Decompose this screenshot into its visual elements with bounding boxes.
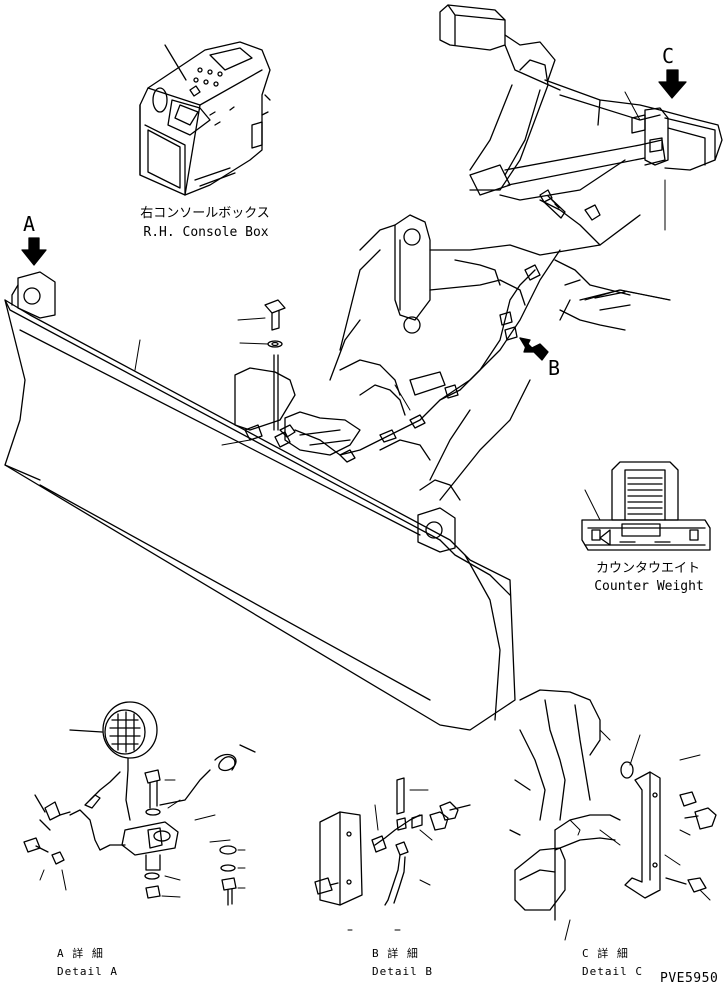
counter-weight-en-label: Counter Weight <box>594 579 704 594</box>
console-box-jp-label: 右コンソールボックス <box>140 206 270 221</box>
counter-weight-jp-label: カウンタウエイト <box>595 561 701 576</box>
arrow-a-icon <box>21 237 47 266</box>
detail-c-en-label: Detail C <box>582 965 643 978</box>
detail-a-illustration <box>23 701 256 906</box>
detail-c-jp-label: C 詳 細 <box>582 947 629 960</box>
blade-bolt-illustration <box>264 299 286 431</box>
callout-c-label: C <box>662 44 675 68</box>
detail-b-jp-label: B 詳 細 <box>372 947 419 960</box>
console-box-en-label: R.H. Console Box <box>143 225 269 240</box>
detail-c-illustration <box>509 689 717 941</box>
leader-lines <box>134 91 671 521</box>
detail-a-en-label: Detail A <box>57 965 118 978</box>
detail-b-en-label: Detail B <box>372 965 433 978</box>
detail-a-jp-label: A 詳 細 <box>57 947 104 960</box>
drawing-code: PVE5950 <box>660 971 719 986</box>
console-box-illustration <box>139 41 271 196</box>
arrow-b-icon <box>519 337 549 361</box>
machine-frame-illustration <box>234 4 723 501</box>
callout-a-label: A <box>23 212 36 236</box>
arrow-c-icon <box>658 69 687 99</box>
dozer-blade-illustration <box>4 271 516 731</box>
detail-b-illustration <box>314 777 471 931</box>
callout-b-label: B <box>548 356 561 380</box>
counter-weight-illustration <box>581 461 711 551</box>
